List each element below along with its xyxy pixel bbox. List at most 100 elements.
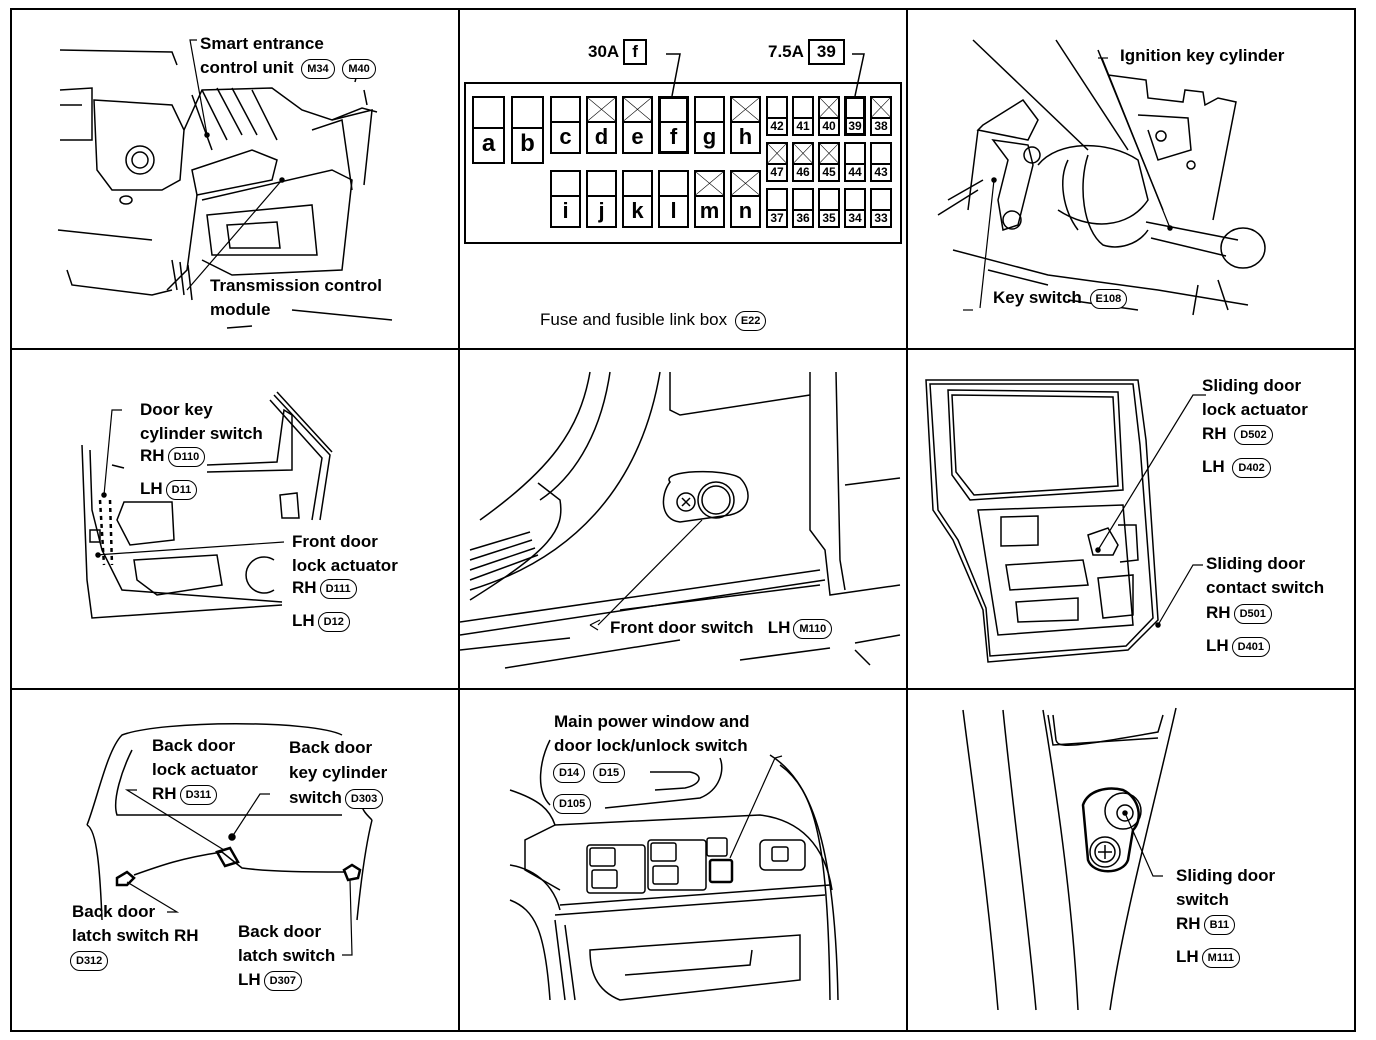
fuse-37: 37 xyxy=(766,188,788,228)
fuse-label: 36 xyxy=(796,210,810,225)
fuse-box-outline xyxy=(464,82,902,244)
fuse-47: 47 xyxy=(766,142,788,182)
fuse-label: h xyxy=(738,123,753,149)
fuse-m: m xyxy=(694,170,725,228)
fuse-label: 33 xyxy=(874,210,888,225)
fuse-top xyxy=(552,172,579,197)
key-switch-label: Key switch E108 xyxy=(993,286,1128,310)
fuse-top xyxy=(696,98,723,123)
fuse-label: g xyxy=(702,123,717,149)
side-label-rh: RH xyxy=(292,578,317,597)
sliding-contact-label-line1: Sliding door xyxy=(1206,554,1306,573)
fuse-g: g xyxy=(694,96,725,154)
fuse-label: 40 xyxy=(822,118,836,133)
fuse-label: 45 xyxy=(822,164,836,179)
sliding-door-switch-illustration xyxy=(962,707,1177,1011)
tcm-label-line1: Transmission control xyxy=(210,276,382,295)
fuse-label: 42 xyxy=(770,118,784,133)
fuse-label: 41 xyxy=(796,118,810,133)
connector-badge-d12: D12 xyxy=(317,611,350,632)
fuse-label: d xyxy=(594,123,609,149)
power-window-switch-illustration xyxy=(509,739,839,1001)
fuse-i: i xyxy=(550,170,581,228)
fuse-label: c xyxy=(559,123,572,149)
key-switch-label-text: Key switch xyxy=(993,288,1082,307)
sliding-door-switch-label-line2: switch xyxy=(1176,890,1229,909)
connector-badge-d11: D11 xyxy=(165,479,198,500)
back-door-lock-actuator-label-line2: lock actuator xyxy=(152,760,258,779)
smart-entrance-label-text: control unit xyxy=(200,58,294,77)
back-door-latch-rh-label-line1: Back door xyxy=(72,902,156,921)
fuse-35: 35 xyxy=(818,188,840,228)
smart-entrance-label-line1: Smart entrance xyxy=(200,34,324,53)
panel-sliding-door-lock: Sliding door lock actuator RH D502 LH D4… xyxy=(908,350,1354,688)
connector-badge-b11: B11 xyxy=(1203,914,1236,935)
fuse-c: c xyxy=(550,96,581,154)
fuse-e: e xyxy=(622,96,653,154)
fuse-46: 46 xyxy=(792,142,814,182)
ignition-illustration xyxy=(937,39,1266,316)
fuse-top xyxy=(732,172,759,197)
grid-divider-h1 xyxy=(10,348,1356,350)
main-switch-connectors-row2: D105 xyxy=(550,791,592,815)
side-label-rh: RH xyxy=(1202,424,1227,443)
fuse-j: j xyxy=(586,170,617,228)
fuse-label: 37 xyxy=(770,210,784,225)
fuse-k: k xyxy=(622,170,653,228)
fuse-39: 39 xyxy=(844,96,866,136)
back-door-latch-rh-connector: D312 xyxy=(70,948,109,972)
grid-divider-h2 xyxy=(10,688,1356,690)
connector-badge-d501: D501 xyxy=(1233,603,1272,624)
fuse-top xyxy=(660,172,687,197)
connector-badge-m110: M110 xyxy=(793,618,833,639)
fuse-label: n xyxy=(738,197,753,223)
connector-badge-d110: D110 xyxy=(167,446,206,467)
sliding-actuator-label-line2: lock actuator xyxy=(1202,400,1308,419)
fuse-top xyxy=(847,99,863,119)
fuse-top xyxy=(820,144,838,165)
fuse-top xyxy=(624,98,651,123)
fuse-label: 47 xyxy=(770,164,784,179)
fuse-top xyxy=(872,144,890,165)
connector-badge-m111: M111 xyxy=(1201,947,1240,968)
fuse-40: 40 xyxy=(818,96,840,136)
connector-badge-d402: D402 xyxy=(1232,457,1271,478)
fuse-top xyxy=(794,98,812,119)
connector-badge-d307: D307 xyxy=(263,970,302,991)
front-door-actuator-label-line2: lock actuator xyxy=(292,556,398,575)
fuse-top xyxy=(624,172,651,197)
panel-main-power-window-switch: Main power window and door lock/unlock s… xyxy=(460,690,906,1030)
front-door-actuator-label-line1: Front door xyxy=(292,532,378,551)
front-door-switch-illustration xyxy=(460,371,901,669)
fuse-43: 43 xyxy=(870,142,892,182)
fuse-label: 35 xyxy=(822,210,836,225)
sliding-actuator-label-line1: Sliding door xyxy=(1202,376,1302,395)
fuse-44: 44 xyxy=(844,142,866,182)
callout-fuse-f-id: f xyxy=(623,39,647,65)
fuse-top xyxy=(794,144,812,165)
fuse-top xyxy=(872,190,890,211)
fuse-label: j xyxy=(598,197,605,223)
fuse-label: b xyxy=(520,130,535,158)
fuse-top xyxy=(820,190,838,211)
fuse-label: 38 xyxy=(874,118,888,133)
fuse-top xyxy=(696,172,723,197)
empty-slot-cross-icon xyxy=(768,144,786,163)
back-door-latch-rh-label-line2: latch switch RH xyxy=(72,926,199,945)
empty-slot-cross-icon xyxy=(820,98,838,117)
panel-ignition-key: Ignition key cylinder Key switch E108 xyxy=(908,10,1354,348)
empty-slot-cross-icon xyxy=(872,98,890,117)
fuse-label: 44 xyxy=(848,164,862,179)
fuse-36: 36 xyxy=(792,188,814,228)
sliding-actuator-rh: RH D502 xyxy=(1202,422,1273,446)
side-label-lh: LH xyxy=(238,970,261,989)
fuse-label: f xyxy=(669,123,678,149)
back-door-latch-lh-label-line2: latch switch xyxy=(238,946,336,965)
fuse-42: 42 xyxy=(766,96,788,136)
